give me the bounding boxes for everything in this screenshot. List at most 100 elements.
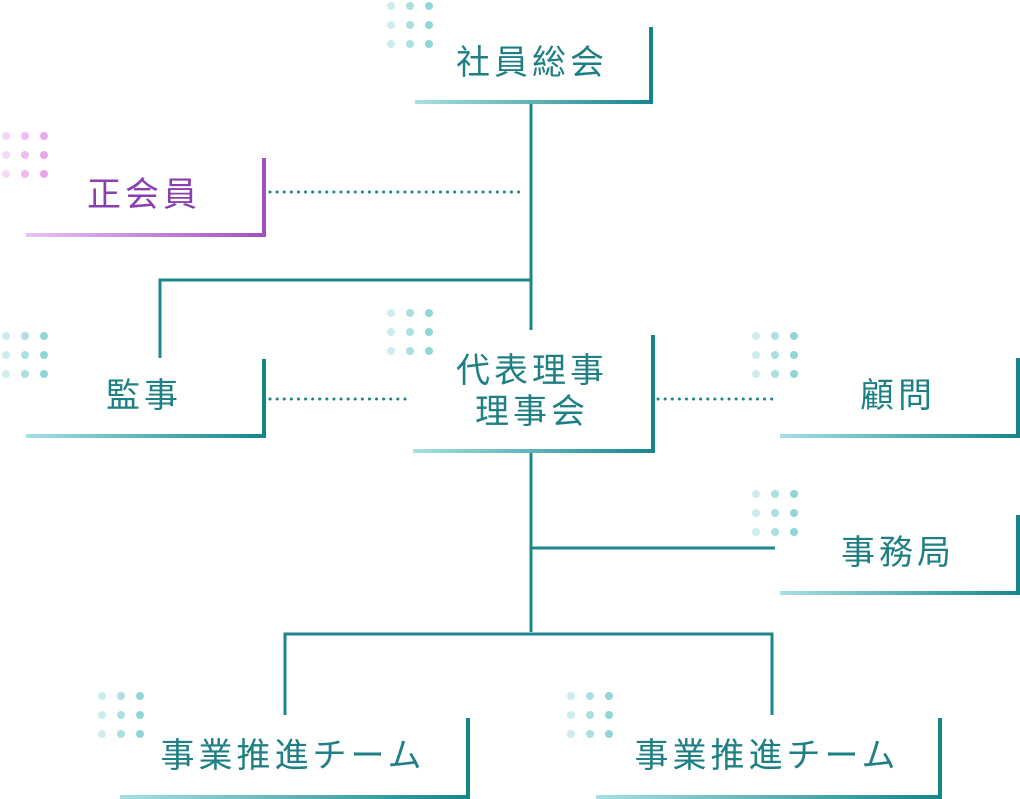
dot xyxy=(387,328,395,336)
frame-project-team-right xyxy=(596,718,942,799)
dot xyxy=(586,730,594,738)
node-project-team-left: 事業推進チーム xyxy=(120,718,466,795)
dots-decoration xyxy=(2,332,48,378)
dot xyxy=(40,132,48,140)
dot xyxy=(790,490,798,498)
dot xyxy=(387,309,395,317)
dot xyxy=(40,370,48,378)
dots-decoration xyxy=(387,2,433,48)
dot xyxy=(21,170,29,178)
node-label: 事業推進チーム xyxy=(160,736,426,777)
dot xyxy=(790,332,798,340)
dot xyxy=(425,40,433,48)
dot xyxy=(425,309,433,317)
node-label: 代表理事 理事会 xyxy=(413,335,651,449)
dot xyxy=(40,151,48,159)
dots-decoration-pink xyxy=(2,132,48,178)
frame-general-meeting xyxy=(415,27,653,104)
dots-decoration xyxy=(567,692,613,738)
dot xyxy=(2,332,10,340)
dot xyxy=(117,711,125,719)
dot xyxy=(605,711,613,719)
dot xyxy=(2,351,10,359)
dots-decoration xyxy=(387,309,433,355)
dot xyxy=(752,351,760,359)
dot xyxy=(21,332,29,340)
dot xyxy=(98,730,106,738)
dots-decoration xyxy=(752,332,798,378)
dots-decoration xyxy=(752,490,798,536)
node-label: 事業推進チーム xyxy=(634,736,900,777)
frame-secretariat xyxy=(780,515,1020,595)
frame-project-team-left xyxy=(120,718,470,799)
dot xyxy=(406,21,414,29)
dot xyxy=(387,347,395,355)
solid-connectors xyxy=(158,104,775,715)
dot xyxy=(406,347,414,355)
dot xyxy=(605,692,613,700)
dot xyxy=(2,151,10,159)
frame-auditor xyxy=(26,359,266,438)
dot xyxy=(752,370,760,378)
dot xyxy=(771,351,779,359)
dot xyxy=(425,328,433,336)
dot xyxy=(771,490,779,498)
node-label: 正会員 xyxy=(87,175,201,216)
node-label-line1: 代表理事 xyxy=(456,351,608,392)
dot xyxy=(771,332,779,340)
dot xyxy=(752,528,760,536)
node-project-team-right: 事業推進チーム xyxy=(596,718,938,795)
dot xyxy=(21,370,29,378)
dot xyxy=(586,692,594,700)
dot xyxy=(790,351,798,359)
node-label: 監事 xyxy=(106,376,182,417)
dot xyxy=(771,370,779,378)
dot xyxy=(21,132,29,140)
dot xyxy=(2,132,10,140)
frame-representative xyxy=(413,335,655,453)
dot xyxy=(752,332,760,340)
node-general-meeting: 社員総会 xyxy=(415,27,649,100)
frame-regular-members xyxy=(26,158,266,237)
dot xyxy=(21,151,29,159)
dot xyxy=(40,170,48,178)
dots-decoration xyxy=(98,692,144,738)
dot xyxy=(406,40,414,48)
dot xyxy=(117,730,125,738)
node-advisor: 顧問 xyxy=(780,358,1016,434)
node-label: 社員総会 xyxy=(456,43,608,84)
dot xyxy=(752,490,760,498)
dot xyxy=(771,509,779,517)
dot xyxy=(425,21,433,29)
dot xyxy=(2,170,10,178)
dot xyxy=(406,309,414,317)
dotted-connectors xyxy=(268,190,777,401)
dot xyxy=(605,730,613,738)
dot xyxy=(21,351,29,359)
node-regular-members: 正会員 xyxy=(26,158,262,233)
dot xyxy=(406,2,414,10)
node-label: 事務局 xyxy=(841,532,955,573)
dot xyxy=(98,692,106,700)
dot xyxy=(136,711,144,719)
dot xyxy=(387,40,395,48)
dot xyxy=(771,528,779,536)
dot xyxy=(387,2,395,10)
dot xyxy=(790,370,798,378)
dot xyxy=(752,509,760,517)
dot xyxy=(387,21,395,29)
dot xyxy=(136,730,144,738)
dot xyxy=(98,711,106,719)
frame-advisor xyxy=(780,358,1020,438)
node-label-line2: 理事会 xyxy=(475,392,589,432)
dot xyxy=(790,509,798,517)
dot xyxy=(40,351,48,359)
dot xyxy=(567,692,575,700)
node-secretariat: 事務局 xyxy=(780,515,1016,591)
dot xyxy=(406,328,414,336)
dot xyxy=(567,711,575,719)
dot xyxy=(40,332,48,340)
dot xyxy=(136,692,144,700)
node-label: 顧問 xyxy=(860,375,936,416)
